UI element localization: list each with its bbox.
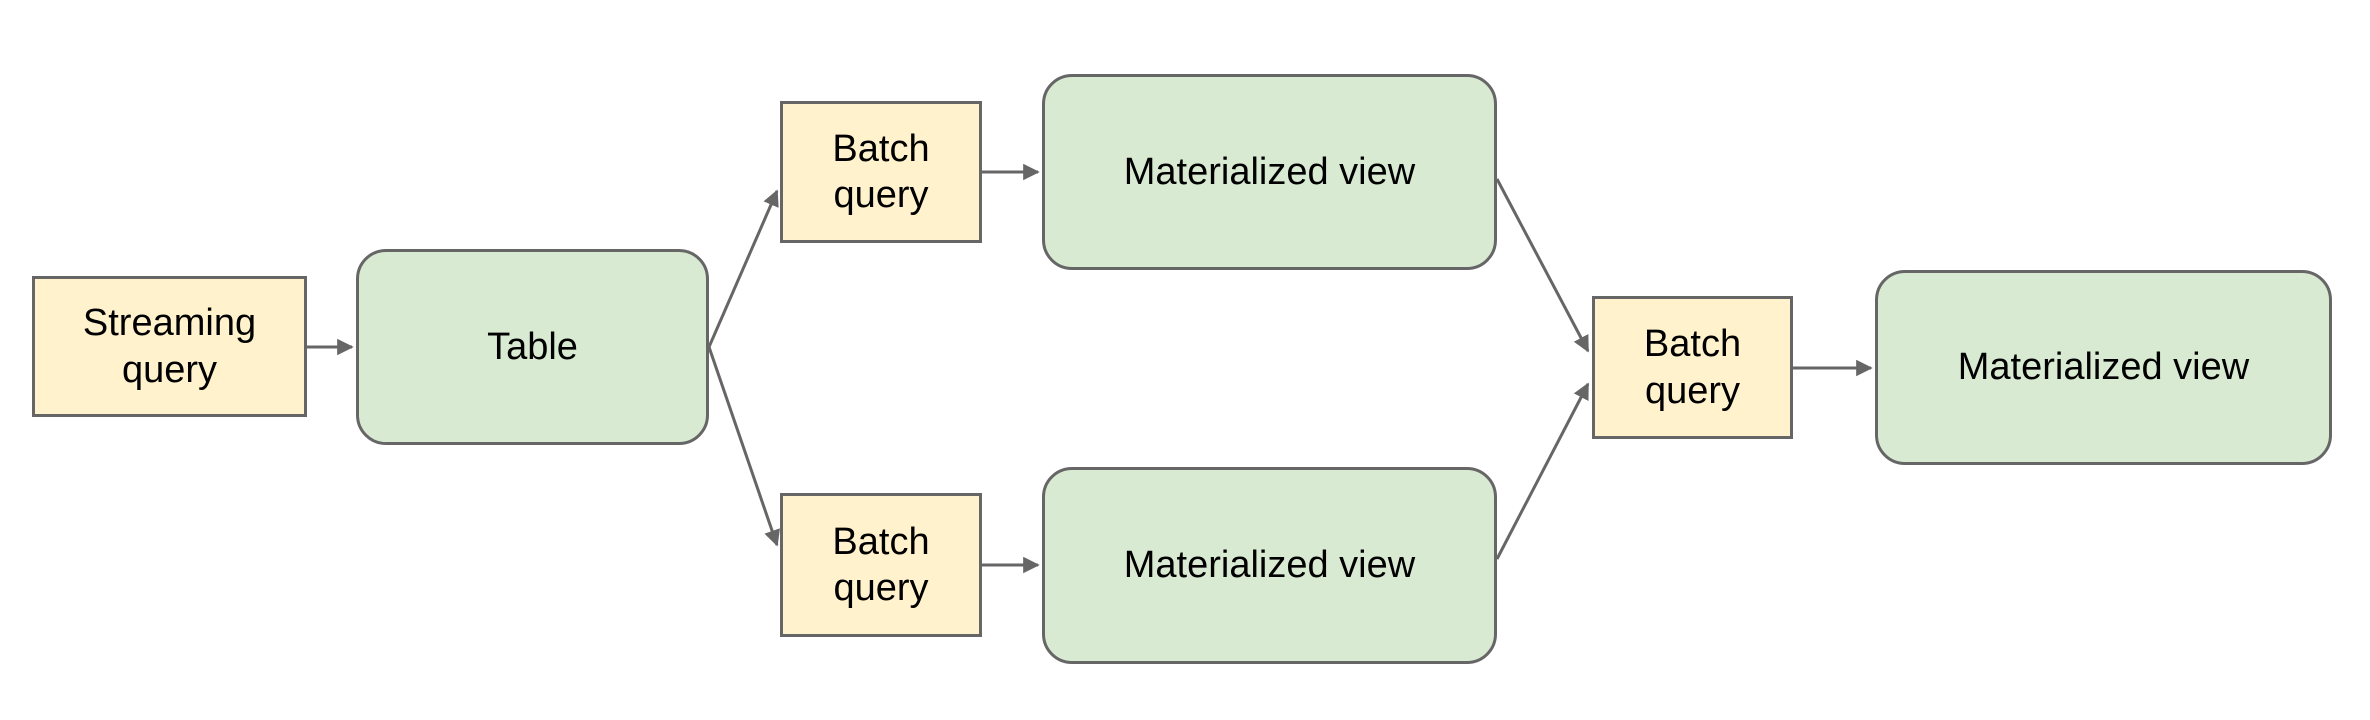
node-materialized-view-final-label: Materialized view (1957, 346, 2250, 389)
node-materialized-view-top: Materialized view (1042, 74, 1497, 270)
node-batch-query-right: Batch query (1592, 296, 1793, 439)
node-batch-query-bottom: Batch query (780, 493, 982, 637)
node-batch-query-top: Batch query (780, 101, 982, 243)
node-materialized-view-top-label: Materialized view (1123, 150, 1416, 193)
node-materialized-view-bottom-label: Materialized view (1123, 544, 1416, 587)
node-streaming-query-label: Streaming query (82, 302, 257, 391)
node-table-label: Table (487, 325, 578, 368)
node-streaming-query: Streaming query (32, 276, 307, 417)
edge-table-to-batch-query-top (707, 189, 779, 348)
edge-table-to-batch-query-bottom (707, 346, 780, 547)
node-batch-query-right-label: Batch query (1643, 323, 1742, 412)
node-batch-query-bottom-label: Batch query (832, 520, 930, 609)
node-table: Table (356, 249, 709, 445)
node-batch-query-top-label: Batch query (832, 127, 930, 216)
edge-mv-bottom-to-batch-query-right (1495, 382, 1590, 560)
node-materialized-view-final: Materialized view (1875, 270, 2332, 465)
edge-mv-top-to-batch-query-right (1495, 178, 1590, 353)
node-materialized-view-bottom: Materialized view (1042, 467, 1497, 664)
